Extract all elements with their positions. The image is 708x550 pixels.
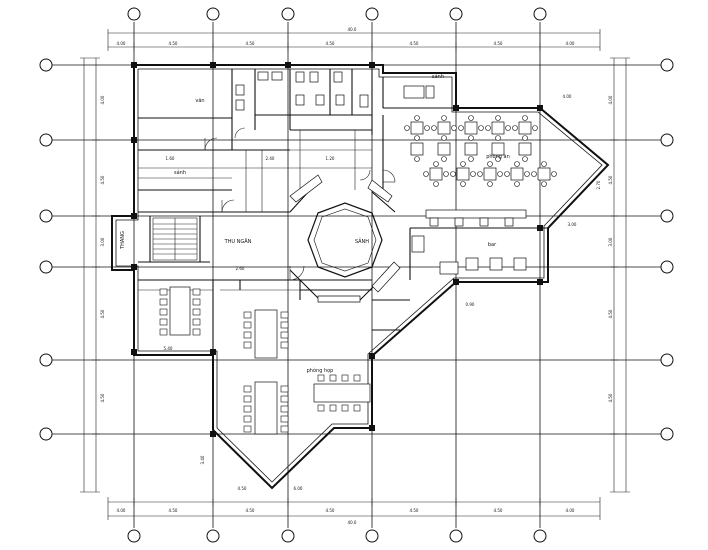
- dim-bottom-total: 40.0: [348, 520, 357, 525]
- dim-bottom-3: 4.50: [246, 508, 255, 513]
- dining-table-left: [159, 286, 201, 336]
- wc-fixture-icons: [235, 71, 369, 111]
- stair-icon: [152, 217, 198, 261]
- dim-left-2: 4.50: [100, 175, 105, 184]
- dining-table-group-top: [403, 85, 557, 187]
- dim-top-3: 4.50: [246, 41, 255, 46]
- internal-walls: [138, 69, 548, 351]
- label-office: văn: [195, 98, 204, 104]
- dim-right-3: 3.00: [608, 237, 613, 246]
- label-meeting: phòng họp: [307, 367, 334, 374]
- dim-top-1: 4.00: [117, 41, 126, 46]
- dim-right-5: 4.50: [608, 393, 613, 402]
- label-hall-mid: sảnh: [174, 169, 186, 176]
- dimension-lines: [80, 29, 630, 520]
- dim-bottom-1: 4.00: [117, 508, 126, 513]
- dim-right-2: 4.50: [608, 175, 613, 184]
- dim-misc-8: 4.50: [238, 486, 247, 491]
- dim-top-7: 4.00: [566, 41, 575, 46]
- dim-bottom-5: 4.50: [410, 508, 419, 513]
- grid-axes: [50, 22, 664, 528]
- label-hall-right: sảnh: [432, 73, 444, 80]
- label-lobby: SẢNH: [355, 237, 369, 245]
- dim-misc-10: 3.40: [200, 455, 205, 464]
- dim-misc-4: 2.40: [266, 156, 275, 161]
- dim-bottom-2: 4.50: [169, 508, 178, 513]
- partition-lines: [138, 130, 372, 291]
- dim-left-1: 4.00: [100, 95, 105, 104]
- dim-bottom-6: 4.50: [494, 508, 503, 513]
- columns: [131, 62, 543, 437]
- dim-right-1: 4.00: [608, 95, 613, 104]
- dim-top-4: 4.50: [326, 41, 335, 46]
- grid-axis-bubble-icons: [39, 7, 674, 543]
- dim-misc-12: 5.40: [164, 346, 173, 351]
- dim-misc-2: 3.00: [568, 222, 577, 227]
- dim-misc-7: 0.90: [466, 302, 475, 307]
- dim-misc-3: 1.60: [166, 156, 175, 161]
- dim-right-4: 4.50: [608, 309, 613, 318]
- label-stair: THANG: [120, 231, 126, 250]
- dim-misc-1: 4.00: [563, 94, 572, 99]
- dim-left-4: 4.50: [100, 309, 105, 318]
- dim-top-total: 40.0: [348, 27, 357, 32]
- dim-bottom-7: 4.00: [566, 508, 575, 513]
- dim-top-6: 4.50: [494, 41, 503, 46]
- room-labels: văn sảnh sảnh THU NGÂN SẢNH phòng ăn bar…: [120, 73, 510, 374]
- dim-misc-11: 2.70: [596, 180, 601, 189]
- dimension-texts: 40.0 4.00 4.50 4.50 4.50 4.50 4.50 4.00 …: [100, 27, 613, 525]
- octagon-lobby: [289, 174, 401, 303]
- bar-furniture: [411, 209, 527, 275]
- door-swing-icons: [204, 127, 396, 281]
- dim-bottom-4: 4.50: [326, 508, 335, 513]
- dim-misc-9: 6.00: [294, 486, 303, 491]
- dim-left-3: 3.00: [100, 237, 105, 246]
- dim-top-5: 4.50: [410, 41, 419, 46]
- label-dining-top: phòng ăn: [486, 153, 510, 160]
- meeting-tables: [243, 309, 371, 435]
- dim-misc-6: 2.60: [236, 266, 245, 271]
- dim-left-5: 4.50: [100, 393, 105, 402]
- label-cashier: THU NGÂN: [224, 238, 252, 245]
- dim-misc-5: 1.20: [326, 156, 335, 161]
- label-bar: bar: [488, 242, 497, 248]
- dim-top-2: 4.50: [169, 41, 178, 46]
